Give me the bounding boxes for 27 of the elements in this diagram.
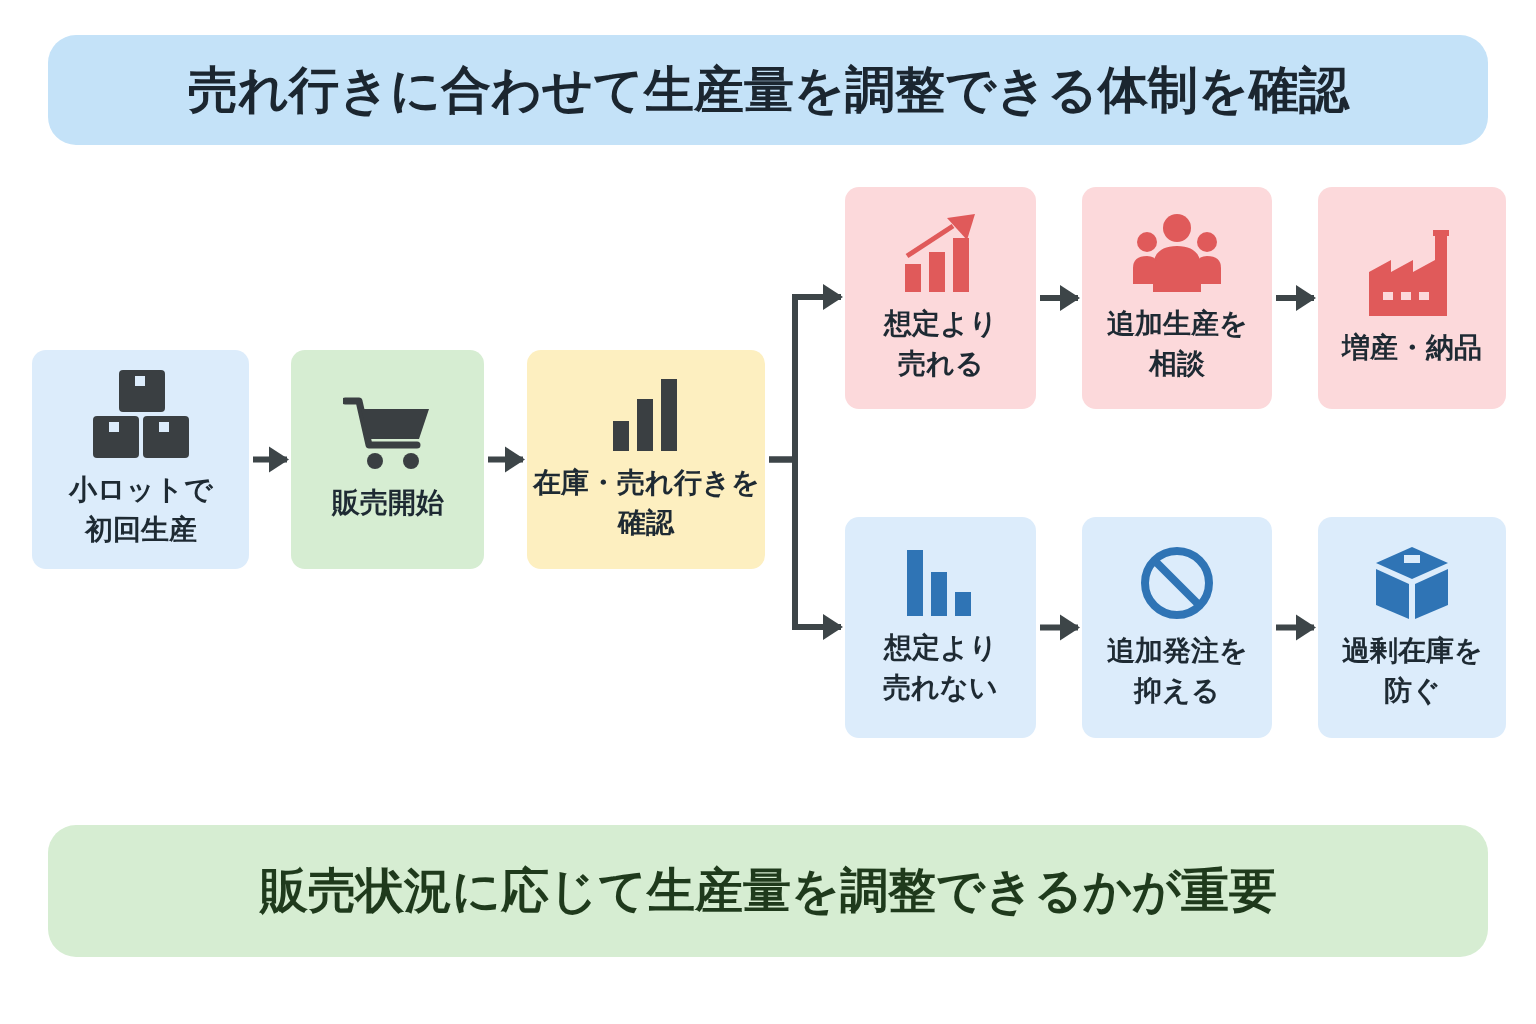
title-text: 売れ行きに合わせて生産量を調整できる体制を確認 — [187, 59, 1349, 121]
step-label: 販売開始 — [330, 484, 445, 521]
step-label: 追加生産を相談 — [1105, 306, 1249, 382]
step-label: 想定より売れる — [882, 306, 999, 382]
arrow — [1040, 285, 1080, 311]
step-label: 在庫・売れ行きを確認 — [531, 464, 761, 541]
step-box — [1318, 517, 1506, 738]
step-box — [32, 350, 249, 569]
arrow — [769, 456, 843, 640]
step-box — [1318, 187, 1506, 409]
summary-text: 販売状況に応じて生産量を調整できるかが重要 — [259, 861, 1277, 920]
step-label: 追加発注を抑える — [1105, 632, 1249, 709]
step-label: 小ロットで初回生産 — [67, 471, 214, 548]
step-box — [527, 350, 765, 569]
step-label: 過剰在庫を防ぐ — [1340, 632, 1484, 709]
arrow — [1276, 285, 1316, 311]
step-box — [1082, 517, 1272, 738]
step-box — [1082, 187, 1272, 409]
step-label: 想定より売れない — [882, 629, 999, 706]
arrow — [488, 446, 525, 473]
step-box — [845, 187, 1036, 409]
arrow — [1040, 614, 1080, 641]
step-box — [291, 350, 484, 569]
arrow — [253, 446, 289, 473]
step-box — [845, 517, 1036, 738]
arrow — [1276, 614, 1316, 641]
step-label: 増産・納品 — [1340, 330, 1483, 366]
